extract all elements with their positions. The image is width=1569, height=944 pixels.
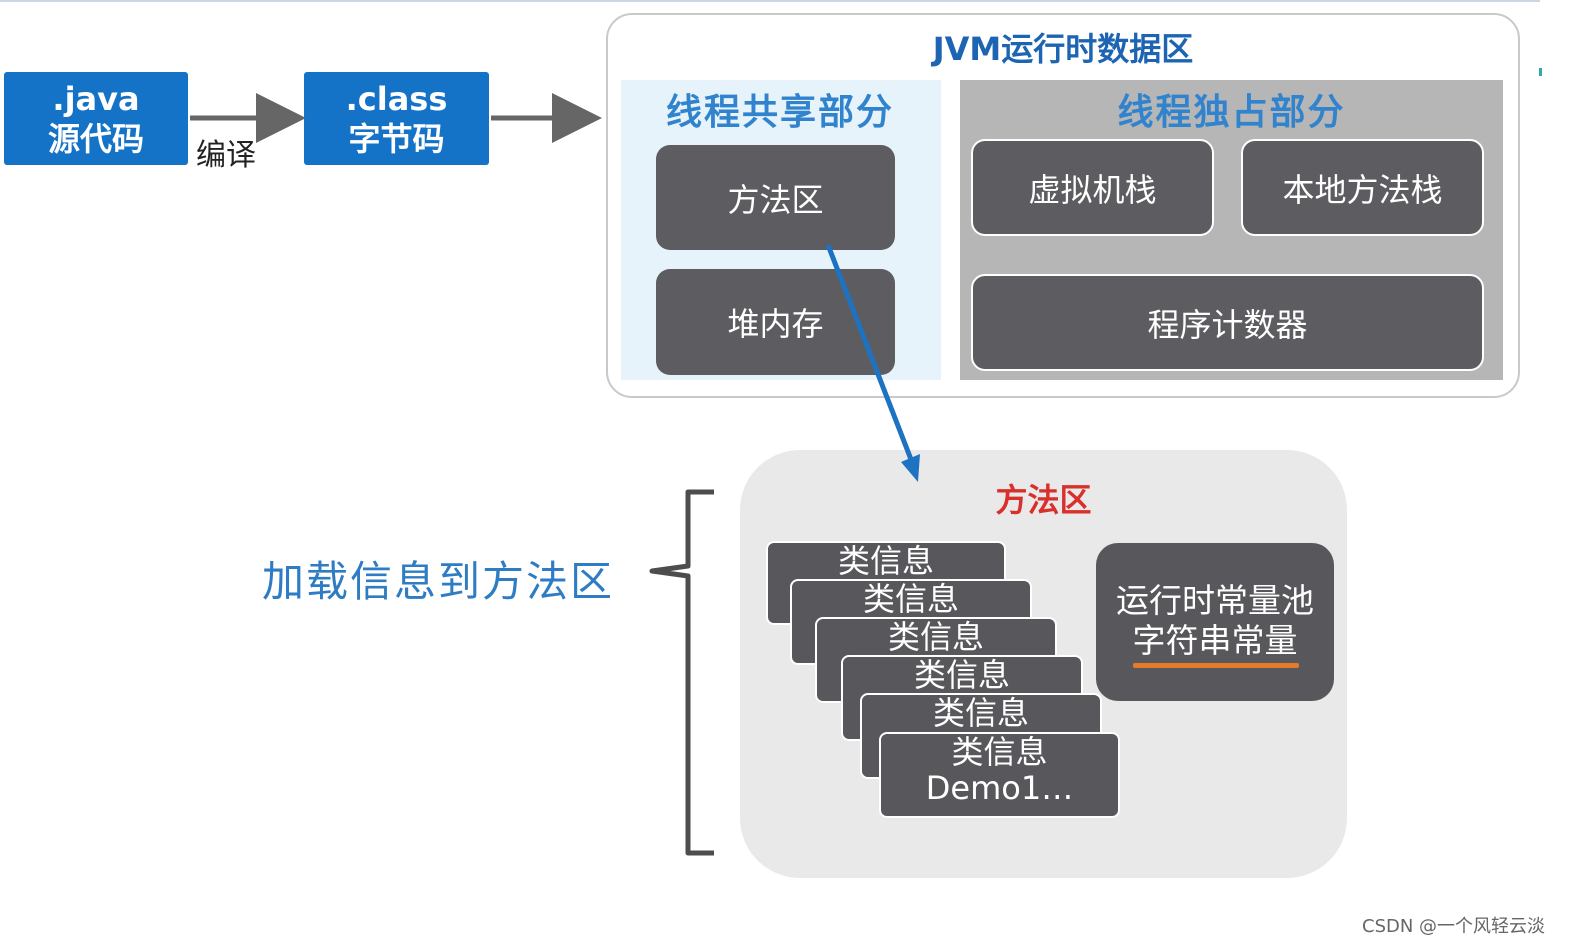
shared-title: 线程共享部分 bbox=[665, 92, 894, 133]
compile-label: 编译 bbox=[196, 138, 256, 173]
java-source-box: .java 源代码 bbox=[4, 72, 188, 165]
class-bytecode-box: .class 字节码 bbox=[304, 72, 489, 165]
java-box-line1: .java bbox=[52, 79, 140, 118]
class-box-line2: 字节码 bbox=[348, 119, 445, 158]
runtime-constant-pool-box: 运行时常量池 字符串常量 bbox=[1096, 543, 1334, 701]
class-info-card-1-label: 类信息 bbox=[837, 542, 934, 580]
arrow-method-area-expand bbox=[825, 244, 920, 482]
edge-marker bbox=[1539, 68, 1542, 76]
string-constant-label: 字符串常量 bbox=[1132, 621, 1298, 660]
class-info-card-2-label: 类信息 bbox=[862, 580, 959, 618]
class-info-card-3-label: 类信息 bbox=[887, 618, 984, 656]
load-info-label: 加载信息到方法区 bbox=[262, 557, 615, 606]
jvm-title: JVM运行时数据区 bbox=[932, 30, 1194, 68]
class-info-card-4-label: 类信息 bbox=[913, 656, 1010, 694]
class-info-card-5-label: 类信息 bbox=[932, 694, 1029, 732]
private-title: 线程独占部分 bbox=[1117, 92, 1346, 133]
left-brace bbox=[649, 489, 714, 856]
method-area-box: 方法区 bbox=[656, 145, 895, 250]
method-area-detail-title: 方法区 bbox=[995, 481, 1092, 519]
class-box-line1: .class bbox=[345, 79, 448, 118]
class-info-card-6-sub: Demo1… bbox=[925, 769, 1074, 807]
native-method-stack-box: 本地方法栈 bbox=[1241, 139, 1484, 236]
program-counter-box: 程序计数器 bbox=[971, 274, 1484, 371]
class-info-card-6-label: 类信息 bbox=[951, 733, 1048, 771]
runtime-constant-pool-label: 运行时常量池 bbox=[1116, 581, 1314, 620]
class-info-card-6: 类信息 Demo1… bbox=[879, 732, 1120, 818]
top-rule bbox=[0, 0, 1540, 2]
csdn-watermark: CSDN @一个风轻云淡 bbox=[1362, 916, 1546, 937]
vm-stack-box: 虚拟机栈 bbox=[971, 139, 1214, 236]
string-constant-underline bbox=[1133, 663, 1299, 668]
java-box-line2: 源代码 bbox=[47, 119, 144, 158]
